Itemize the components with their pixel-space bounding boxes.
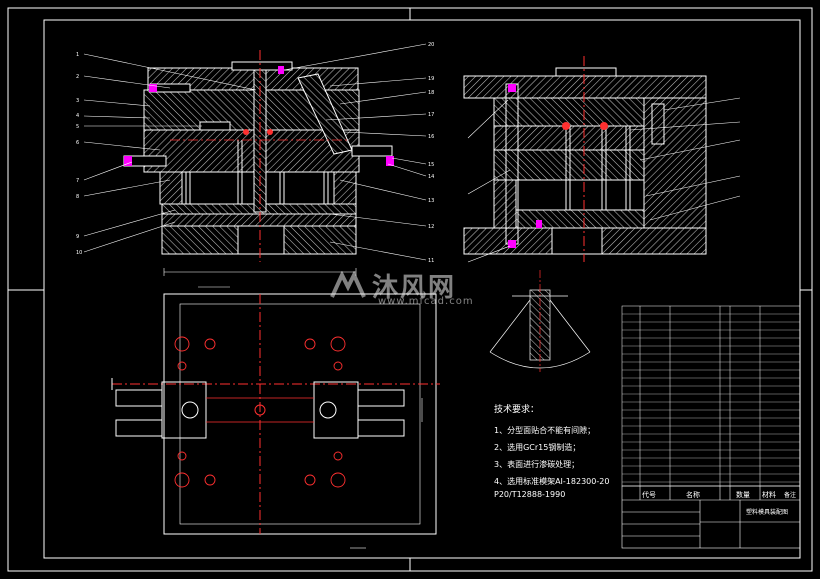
tech-requirement-1: 1、分型面贴合不能有间隙；: [494, 426, 596, 435]
callout-18: 18: [428, 90, 434, 96]
callout-20: 20: [428, 42, 434, 48]
tech-requirements-title: 技术要求：: [494, 405, 540, 415]
parts-list: [621, 305, 801, 487]
callout-3: 3: [76, 98, 79, 104]
drawing-frame: [7, 7, 813, 572]
drawing-title: 塑料模具装配图: [746, 508, 788, 516]
title-block: [621, 485, 801, 549]
tech-requirement-3: 3、表面进行渗碳处理；: [494, 460, 580, 469]
callout-14: 14: [428, 174, 434, 180]
title-header-remark: 备注: [784, 491, 796, 499]
tech-requirement-5: P20/T12888-1990: [494, 490, 566, 499]
parts-list-rows: [622, 313, 800, 483]
callout-6: 6: [76, 140, 79, 146]
tech-requirement-2: 2、选用GCr15钢制造；: [494, 443, 581, 452]
callout-15: 15: [428, 162, 434, 168]
title-header-name: 名称: [686, 490, 700, 499]
title-header-material: 材料: [762, 490, 776, 499]
callout-2: 2: [76, 74, 79, 80]
tech-requirement-4: 4、选用标准模架AI-182300-20: [494, 477, 610, 486]
callout-5: 5: [76, 124, 79, 130]
callout-10: 10: [76, 250, 82, 256]
side-section-view: [463, 56, 741, 263]
tech-requirements: 技术要求： 1、分型面贴合不能有间隙； 2、选用GCr15钢制造； 3、表面进行…: [494, 402, 609, 503]
callout-1: 1: [76, 52, 79, 58]
callout-8: 8: [76, 194, 79, 200]
callout-16: 16: [428, 134, 434, 140]
callout-4: 4: [76, 113, 79, 119]
main-section-view: 1 2 3 4 5 6 7 8 9 10 20 19 18 17 16 15 1…: [76, 42, 434, 288]
callout-13: 13: [428, 198, 434, 204]
callout-17: 17: [428, 112, 434, 118]
callout-19: 19: [428, 76, 434, 82]
callout-7: 7: [76, 178, 79, 184]
plan-view: [111, 293, 440, 549]
title-header-code: 代号: [642, 490, 656, 499]
detail-view: [489, 270, 591, 372]
callout-11: 11: [428, 258, 434, 264]
callout-12: 12: [428, 224, 434, 230]
callout-9: 9: [76, 234, 79, 240]
title-header-qty: 数量: [736, 490, 750, 499]
